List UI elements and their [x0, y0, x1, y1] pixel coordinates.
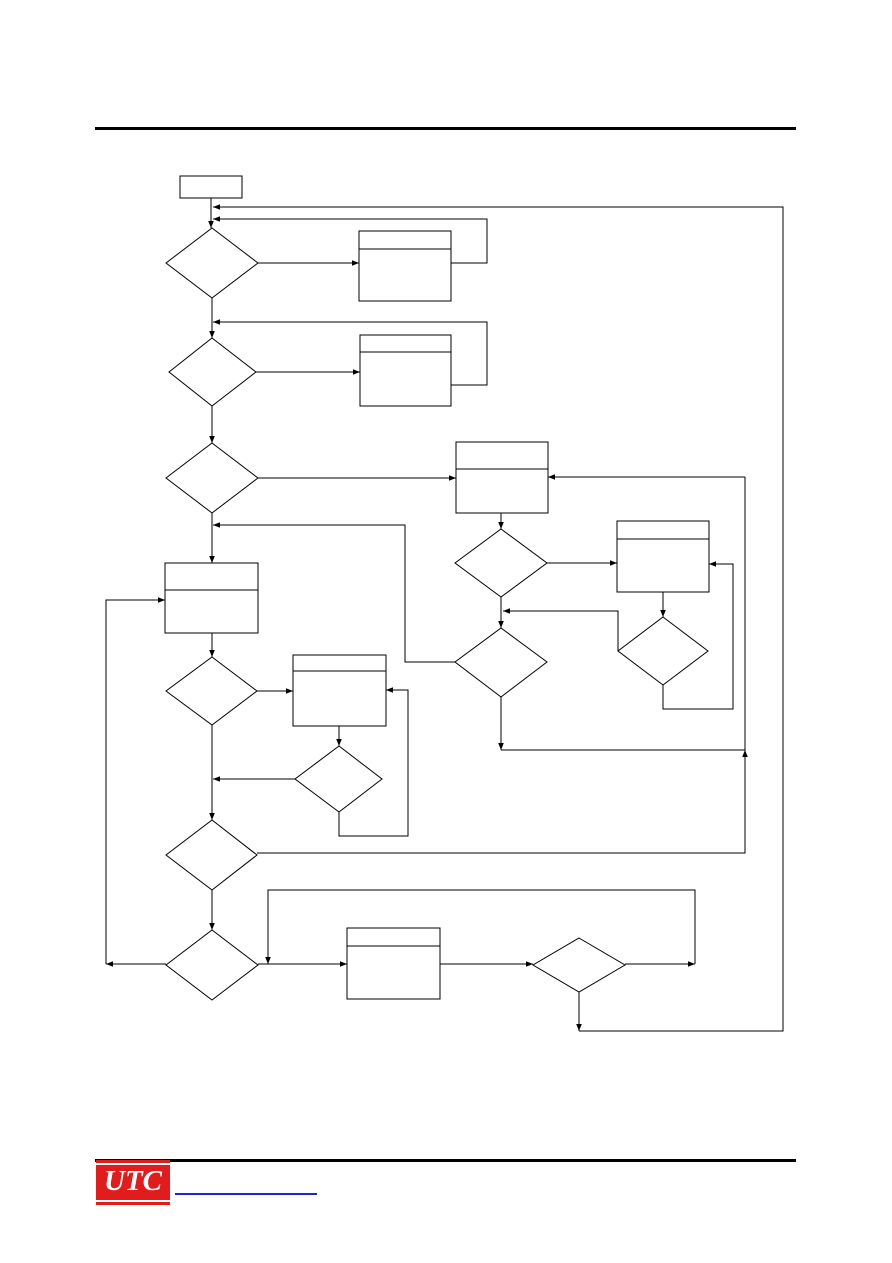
- process-box-3: [455, 441, 549, 514]
- decision-4: [165, 656, 258, 726]
- decision-7: [454, 528, 548, 598]
- logo-text: UTC: [104, 1165, 162, 1197]
- utc-logo: UTC: [96, 1160, 170, 1205]
- header-rule: [95, 127, 796, 130]
- process-box-1: [358, 230, 452, 302]
- decision-10: [294, 745, 383, 813]
- decision-11: [532, 937, 626, 993]
- decision-8: [454, 627, 548, 698]
- decision-9: [617, 616, 709, 686]
- process-box-7: [346, 927, 441, 1000]
- process-box-4: [616, 520, 710, 593]
- process-box-5: [164, 562, 259, 634]
- website-link[interactable]: [175, 1193, 317, 1195]
- start-box: [179, 175, 243, 199]
- decision-1: [165, 227, 259, 299]
- decision-3: [165, 442, 259, 514]
- decision-6: [165, 929, 259, 1001]
- decision-2: [168, 337, 257, 407]
- process-box-6: [292, 654, 387, 727]
- decision-5: [165, 819, 258, 891]
- footer-rule: [95, 1159, 796, 1162]
- process-box-2: [359, 334, 452, 407]
